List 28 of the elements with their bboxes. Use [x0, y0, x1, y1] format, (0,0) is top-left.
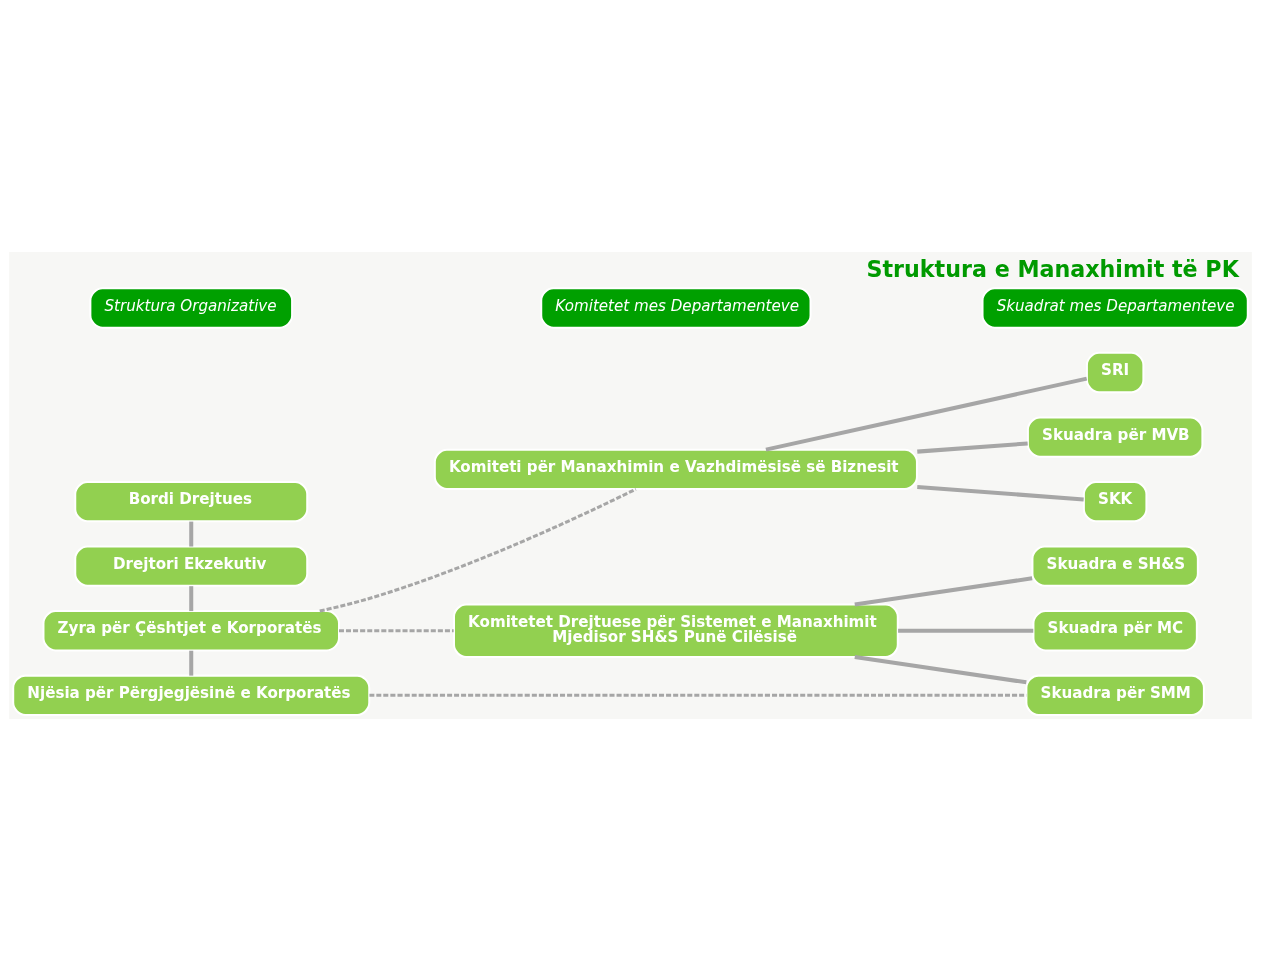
node-box: Drejtori Ekzekutiv	[74, 545, 309, 587]
connector	[917, 440, 1028, 454]
connector	[189, 650, 194, 676]
node-box: Bordi Drejtues	[74, 480, 309, 522]
node-box: Komiteti për Manaxhimin e Vazhdimësisë së Biznesit	[433, 448, 918, 490]
connector	[898, 628, 1034, 633]
node-box: Komitetet mes Departamenteve	[540, 286, 812, 329]
node-box: Zyra për Çështjet e Korporatës	[42, 609, 340, 651]
connector	[189, 585, 194, 611]
connector	[319, 487, 637, 612]
node-box: Struktura Organizative	[89, 286, 294, 329]
node-box: Njësia për Përgjegjësinë e Korporatës	[12, 674, 371, 716]
connector	[339, 628, 454, 632]
connector	[369, 693, 1027, 697]
node-box: Skuadra për MC	[1032, 609, 1198, 651]
connector	[854, 654, 1027, 684]
connector	[189, 521, 194, 546]
node-box: Skuadra për SMM	[1025, 674, 1205, 716]
connector	[917, 484, 1084, 501]
node-box: SRI	[1085, 351, 1145, 393]
connector	[854, 575, 1033, 606]
node-box: Skuadrat mes Departamenteve	[981, 286, 1249, 329]
diagram-title: Struktura e Manaxhimit të PK	[866, 255, 1239, 282]
node-box: Komitetet Drejtuese për Sistemet e Manaxhimit Mjedisor SH&S Punë Cilësisë	[453, 603, 899, 658]
connector	[765, 376, 1088, 452]
node-box: SKK	[1082, 480, 1148, 522]
node-box: Skuadra për MVB	[1026, 415, 1204, 458]
node-box: Skuadra e SH&S	[1031, 545, 1199, 587]
